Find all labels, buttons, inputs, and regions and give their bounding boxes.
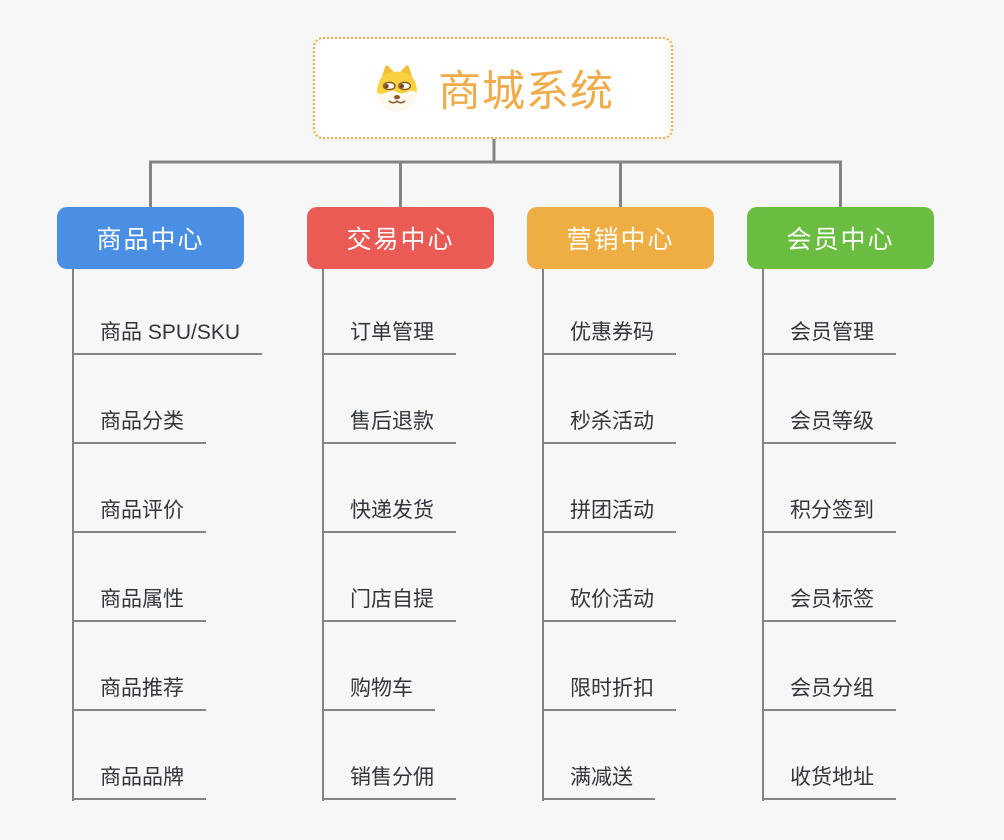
branch-node-marketing[interactable]: 营销中心 — [527, 207, 714, 269]
leaf-topic[interactable]: 会员标签 — [763, 585, 896, 622]
leaf-topic[interactable]: 会员分组 — [763, 674, 896, 711]
branch-node-trade[interactable]: 交易中心 — [307, 207, 494, 269]
leaf-topic[interactable]: 拼团活动 — [543, 496, 676, 533]
leaf-topic[interactable]: 商品推荐 — [73, 674, 206, 711]
leaf-topic[interactable]: 销售分佣 — [323, 763, 456, 800]
root-title: 商城系统 — [438, 68, 614, 116]
leaf-topic[interactable]: 快递发货 — [323, 496, 456, 533]
leaf-topic[interactable]: 砍价活动 — [543, 585, 676, 622]
leaf-topic[interactable]: 购物车 — [323, 674, 435, 711]
branch-node-members[interactable]: 会员中心 — [747, 207, 934, 269]
dog-face-icon — [376, 64, 418, 111]
leaf-topic[interactable]: 商品 SPU/SKU — [73, 318, 263, 355]
leaf-topic[interactable]: 会员等级 — [763, 407, 896, 444]
leaf-topic[interactable]: 秒杀活动 — [543, 407, 676, 444]
leaf-topic[interactable]: 限时折扣 — [543, 674, 676, 711]
leaf-topic[interactable]: 商品属性 — [73, 585, 206, 622]
leaf-topic[interactable]: 会员管理 — [763, 318, 896, 355]
leaf-topic[interactable]: 收货地址 — [763, 763, 896, 800]
leaf-topic[interactable]: 积分签到 — [763, 496, 896, 533]
leaf-topic[interactable]: 满减送 — [543, 763, 655, 800]
leaf-topic[interactable]: 订单管理 — [323, 318, 456, 355]
leaf-topic[interactable]: 售后退款 — [323, 407, 456, 444]
branch-node-products[interactable]: 商品中心 — [57, 207, 244, 269]
leaf-topic[interactable]: 商品评价 — [73, 496, 206, 533]
leaf-topic[interactable]: 门店自提 — [323, 585, 456, 622]
leaf-topic[interactable]: 商品品牌 — [73, 763, 206, 800]
root-node[interactable]: 商城系统 — [313, 37, 673, 139]
leaf-topic[interactable]: 优惠券码 — [543, 318, 676, 355]
leaf-topic[interactable]: 商品分类 — [73, 407, 206, 444]
